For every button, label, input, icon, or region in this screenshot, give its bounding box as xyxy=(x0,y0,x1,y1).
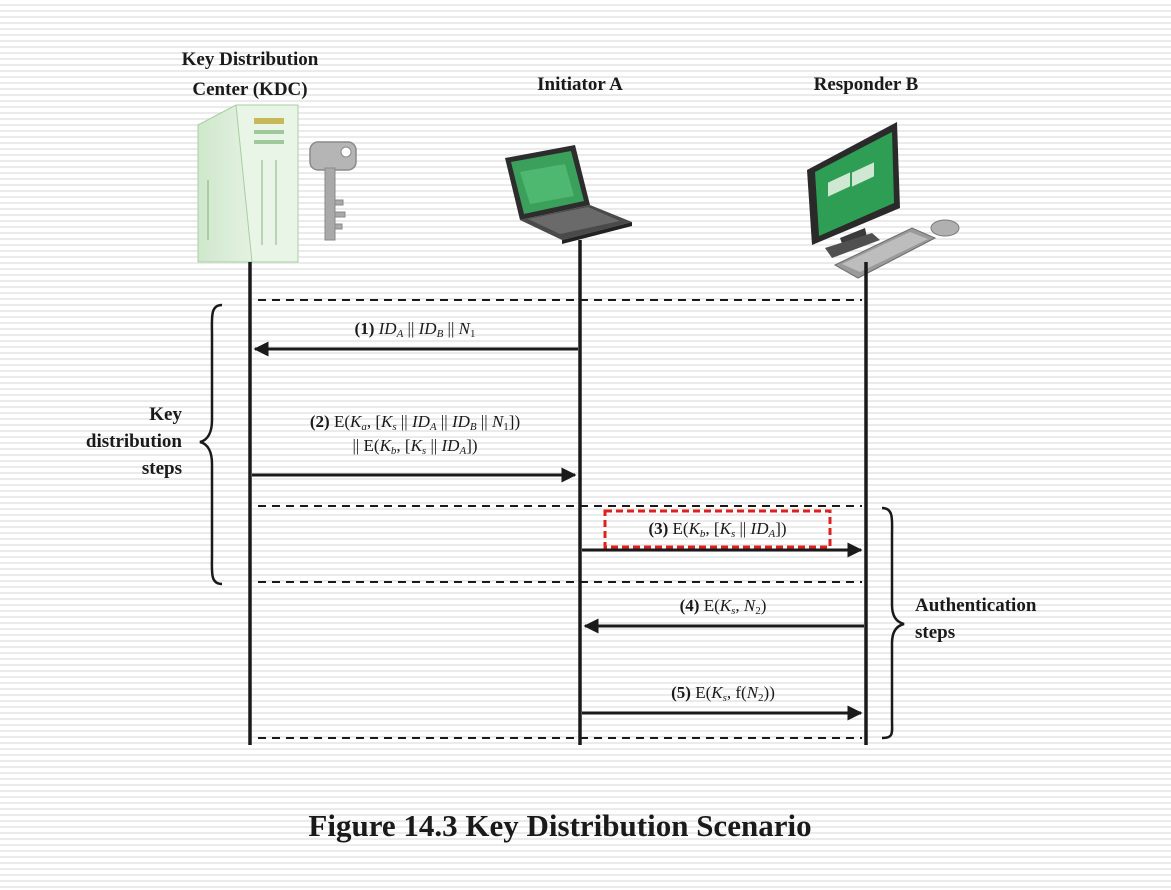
server-icon xyxy=(197,104,299,263)
participant-initiator: Initiator A xyxy=(537,74,623,95)
key-distribution-brace xyxy=(199,303,223,586)
laptop-icon xyxy=(505,145,632,244)
message-label-3: (3) E(Kb, [Ks || IDA]) xyxy=(648,519,787,540)
message-label-5: (5) E(Ks, f(N2)) xyxy=(671,683,775,704)
message-label-1: (1) IDA || IDB || N1 xyxy=(354,319,476,340)
participant-responder: Responder B xyxy=(813,74,919,95)
message-label-4: (4) E(Ks, N2) xyxy=(679,596,767,617)
participant-kdc: Key Distribution Center (KDC) xyxy=(181,49,319,100)
key-distribution-steps-label: Key distribution steps xyxy=(85,404,182,479)
message-label-2: (2) E(Ka, [Ks || IDA || IDB || N1]) || E… xyxy=(309,412,521,457)
figure-caption: Figure 14.3 Key Distribution Scenario xyxy=(308,808,812,843)
key-icon xyxy=(309,141,357,241)
dashed-separators xyxy=(258,299,862,739)
authentication-brace xyxy=(881,506,905,740)
desktop-computer-icon xyxy=(807,122,960,279)
authentication-steps-label: Authentication steps xyxy=(915,595,1037,643)
highlight-box xyxy=(603,509,832,549)
